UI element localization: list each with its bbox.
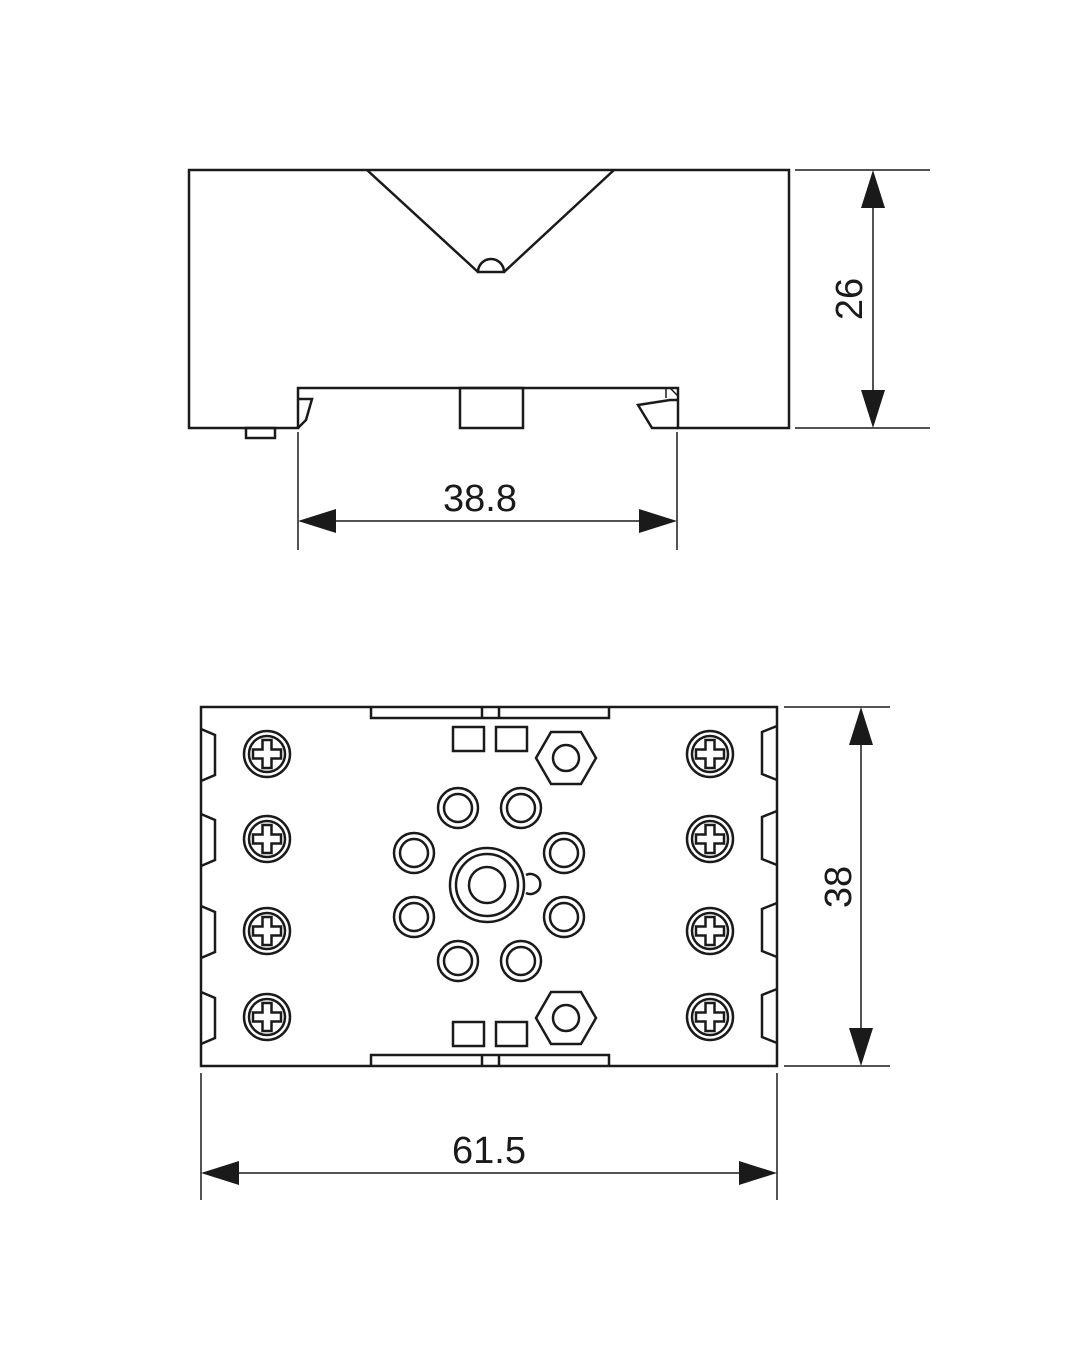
- side-view-center-foot: [458, 386, 525, 430]
- side-view: 26 38.8: [187, 168, 930, 550]
- pin-socket: [499, 939, 543, 983]
- top-view-width-dimension: 61.5: [200, 1073, 778, 1200]
- side-view-v-groove: [366, 169, 615, 273]
- cross-head-icon: [251, 823, 283, 855]
- side-view-right-clip-notch: [665, 387, 679, 398]
- dimension-label-38-8: 38.8: [443, 478, 517, 520]
- pin-socket: [436, 786, 480, 830]
- arrowhead-up: [861, 170, 885, 208]
- side-view-right-clip: [635, 398, 678, 430]
- screw-terminal: [242, 992, 292, 1042]
- cross-head-icon: [251, 738, 283, 770]
- cross-head-icon: [694, 915, 726, 947]
- arrowhead-left: [298, 509, 336, 533]
- pin-socket: [436, 939, 480, 983]
- arrowhead-right: [739, 1161, 777, 1185]
- pin-socket: [542, 895, 586, 939]
- pin-socket: [499, 786, 543, 830]
- pin-sockets: [392, 786, 586, 983]
- square-tabs: [451, 725, 529, 1048]
- arrowhead-down: [861, 390, 885, 428]
- screw-terminal: [685, 814, 735, 864]
- screw-terminal: [685, 906, 735, 956]
- top-view-height-dimension: 38: [784, 706, 890, 1067]
- hex-nut-top: [534, 730, 598, 786]
- top-edge-bar: [369, 707, 611, 720]
- side-view-body-outline: [187, 168, 791, 430]
- hex-nut-bottom: [534, 990, 598, 1046]
- top-view: 38 61.5: [199, 705, 890, 1200]
- pin-socket: [542, 831, 586, 875]
- screw-terminal: [242, 729, 292, 779]
- side-view-groove-hole: [476, 257, 506, 274]
- side-view-left-tab: [244, 426, 277, 440]
- cross-head-icon: [251, 1001, 283, 1033]
- screw-terminal: [685, 729, 735, 779]
- arrowhead-right: [639, 509, 677, 533]
- screw-terminal: [685, 992, 735, 1042]
- cross-head-icon: [251, 915, 283, 947]
- center-key-socket: [448, 846, 542, 924]
- pin-socket: [392, 895, 436, 939]
- arrowhead-left: [201, 1161, 239, 1185]
- screw-terminal: [242, 906, 292, 956]
- dimension-label-61-5: 61.5: [452, 1130, 526, 1172]
- right-side-notches: [760, 724, 778, 1045]
- side-view-rail-width-dimension: 38.8: [297, 432, 678, 550]
- side-view-height-dimension: 26: [795, 169, 930, 429]
- screw-terminals: [242, 729, 735, 1042]
- cross-head-icon: [694, 738, 726, 770]
- cross-head-icon: [694, 1001, 726, 1033]
- top-view-body-outline: [199, 705, 779, 1068]
- side-view-left-clip: [297, 397, 314, 429]
- arrowhead-down: [849, 1028, 873, 1066]
- arrowhead-up: [849, 707, 873, 745]
- cross-head-icon: [694, 823, 726, 855]
- left-side-notches: [200, 727, 217, 1046]
- pin-socket: [392, 831, 436, 875]
- bottom-edge-bar: [369, 1053, 611, 1066]
- dimension-label-26: 26: [829, 278, 871, 320]
- dimension-label-38: 38: [818, 866, 860, 908]
- screw-terminal: [242, 814, 292, 864]
